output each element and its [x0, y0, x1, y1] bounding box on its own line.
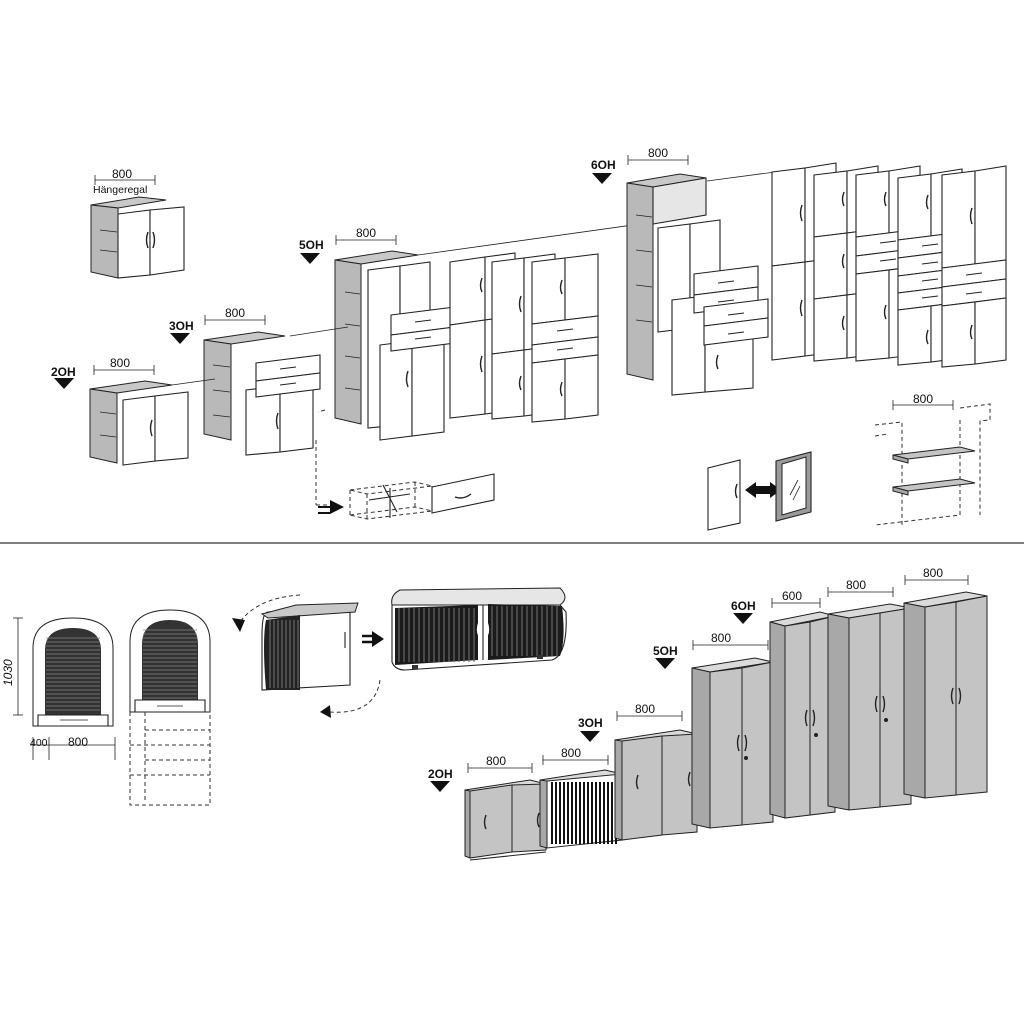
level-2oh-top-label: 2OH	[51, 365, 76, 379]
cabinet-5oh-top: 5OH 800	[299, 226, 456, 441]
door-combo-5oh-c	[531, 253, 599, 423]
level-marker-6oh-bottom	[733, 613, 753, 624]
roller-sideboard-rotate	[232, 594, 384, 718]
oh6-top-width: 800	[648, 146, 668, 160]
oh3-top-width: 800	[225, 306, 245, 320]
level-marker-2oh-bottom	[430, 781, 450, 792]
level-marker-5oh-bottom	[655, 658, 675, 669]
lineup-3oh-roller-width: 800	[561, 746, 581, 760]
roller-sideboard-long	[391, 587, 567, 671]
shelf-insert-width: 800	[913, 392, 933, 406]
cabinet-6oh-top: 6OH 800	[591, 146, 769, 396]
shelf-insert-frame	[349, 481, 433, 520]
level-marker-2oh-top	[54, 378, 74, 389]
level-marker-3oh-bottom	[580, 731, 600, 742]
roller-depth: 400	[30, 737, 48, 749]
lineup-2oh-label: 2OH	[428, 767, 453, 781]
level-marker-6oh-top	[592, 173, 612, 184]
insert-arrow	[315, 440, 344, 514]
roller-height: 1030	[1, 659, 15, 686]
roller-cabinet-front: 1030 400 800	[1, 617, 116, 760]
roller-cabinet-extended	[129, 609, 211, 806]
level-marker-5oh-top	[300, 253, 320, 264]
lineup-cabinet-3oh-doors: 800	[614, 702, 698, 841]
lineup-3oh-label: 3OH	[578, 716, 603, 730]
lineup-6oh-800a-width: 800	[846, 578, 866, 592]
lineup-6oh-label: 6OH	[731, 599, 756, 613]
haengeregal-unit: 800 Hängeregal	[90, 167, 185, 279]
lineup-2oh-width: 800	[486, 754, 506, 768]
level-5oh-top-label: 5OH	[299, 238, 324, 252]
lineup-cabinet-2oh: 2OH 800	[428, 754, 547, 861]
lineup-6oh-600-width: 600	[782, 589, 802, 603]
level-3oh-top-label: 3OH	[169, 319, 194, 333]
shelf-inserts: 800	[874, 392, 991, 526]
door-combo-6oh-e	[941, 165, 1007, 368]
drawer-front-insert	[431, 473, 495, 514]
oh5-top-width: 800	[356, 226, 376, 240]
door-swap	[707, 451, 812, 531]
cabinet-2oh-top: 2OH 800	[51, 356, 189, 466]
lineup-6oh-800b-width: 800	[923, 566, 943, 580]
level-6oh-top-label: 6OH	[591, 158, 616, 172]
lineup-cabinet-6oh-800b: 800	[903, 566, 988, 799]
level-marker-3oh-top	[170, 333, 190, 344]
lineup-5oh-width: 800	[711, 631, 731, 645]
roller-width: 800	[68, 735, 88, 749]
cabinet-3oh-top: 3OH 800	[169, 306, 321, 456]
haengeregal-width: 800	[112, 167, 132, 181]
lineup-5oh-label: 5OH	[653, 644, 678, 658]
lineup-cabinet-3oh-roller: 3OH 800	[539, 716, 623, 849]
lineup-cabinet-6oh-800a: 800	[827, 578, 912, 811]
haengeregal-label: Hängeregal	[93, 184, 147, 196]
oh2-top-width: 800	[110, 356, 130, 370]
lineup-3oh-doors-width: 800	[635, 702, 655, 716]
lineup-cabinet-5oh: 5OH 800	[653, 631, 774, 829]
